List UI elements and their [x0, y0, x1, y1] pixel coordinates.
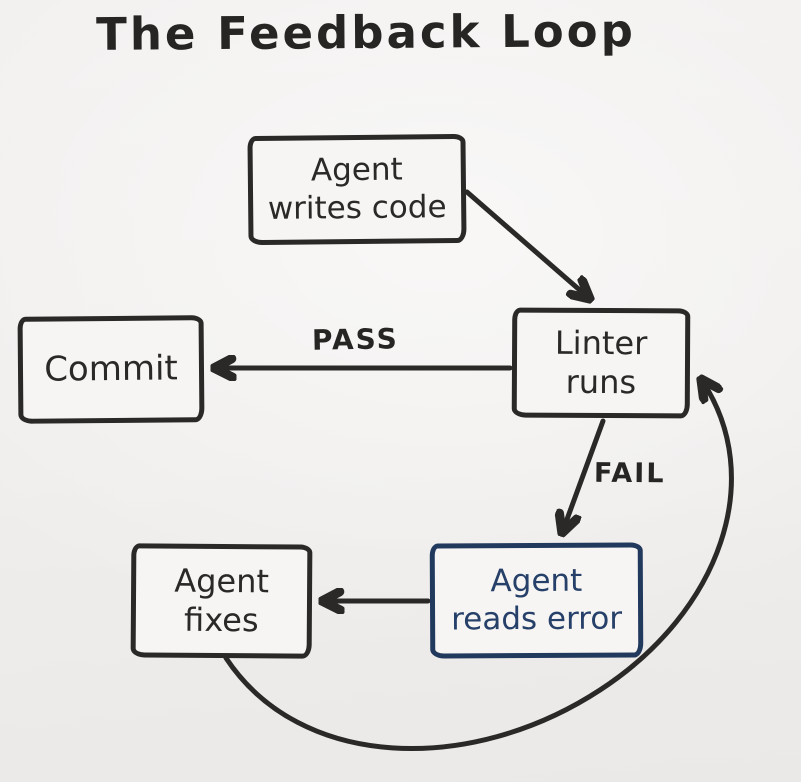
node-agent-fixes-label-line2: fixes — [184, 600, 259, 640]
edge-writes-to-linter-arrow — [464, 189, 590, 299]
node-linter-runs-label-line1: Linter — [554, 323, 648, 363]
node-agent-fixes-label-line1: Agent — [174, 561, 270, 601]
node-linter-runs-label-line2: runs — [565, 362, 637, 402]
node-linter-runs: Linter runs — [511, 307, 691, 419]
fail-edge-label: FAIL — [593, 457, 666, 490]
pass-edge-label: PASS — [311, 322, 399, 357]
node-commit-label: Commit — [44, 348, 178, 390]
node-agent-writes-code: Agent writes code — [247, 133, 467, 246]
node-agent-fixes: Agent fixes — [130, 543, 313, 659]
node-agent-writes-code-label-line1: Agent — [310, 151, 403, 189]
node-agent-reads-error-label-line1: Agent — [490, 562, 583, 599]
diagram-title: The Feedback Loop — [95, 4, 637, 61]
node-commit: Commit — [17, 315, 205, 424]
node-agent-reads-error: Agent reads error — [429, 542, 644, 659]
node-agent-writes-code-label-line2: writes code — [267, 188, 447, 227]
node-agent-reads-error-label-line2: reads error — [451, 600, 623, 637]
